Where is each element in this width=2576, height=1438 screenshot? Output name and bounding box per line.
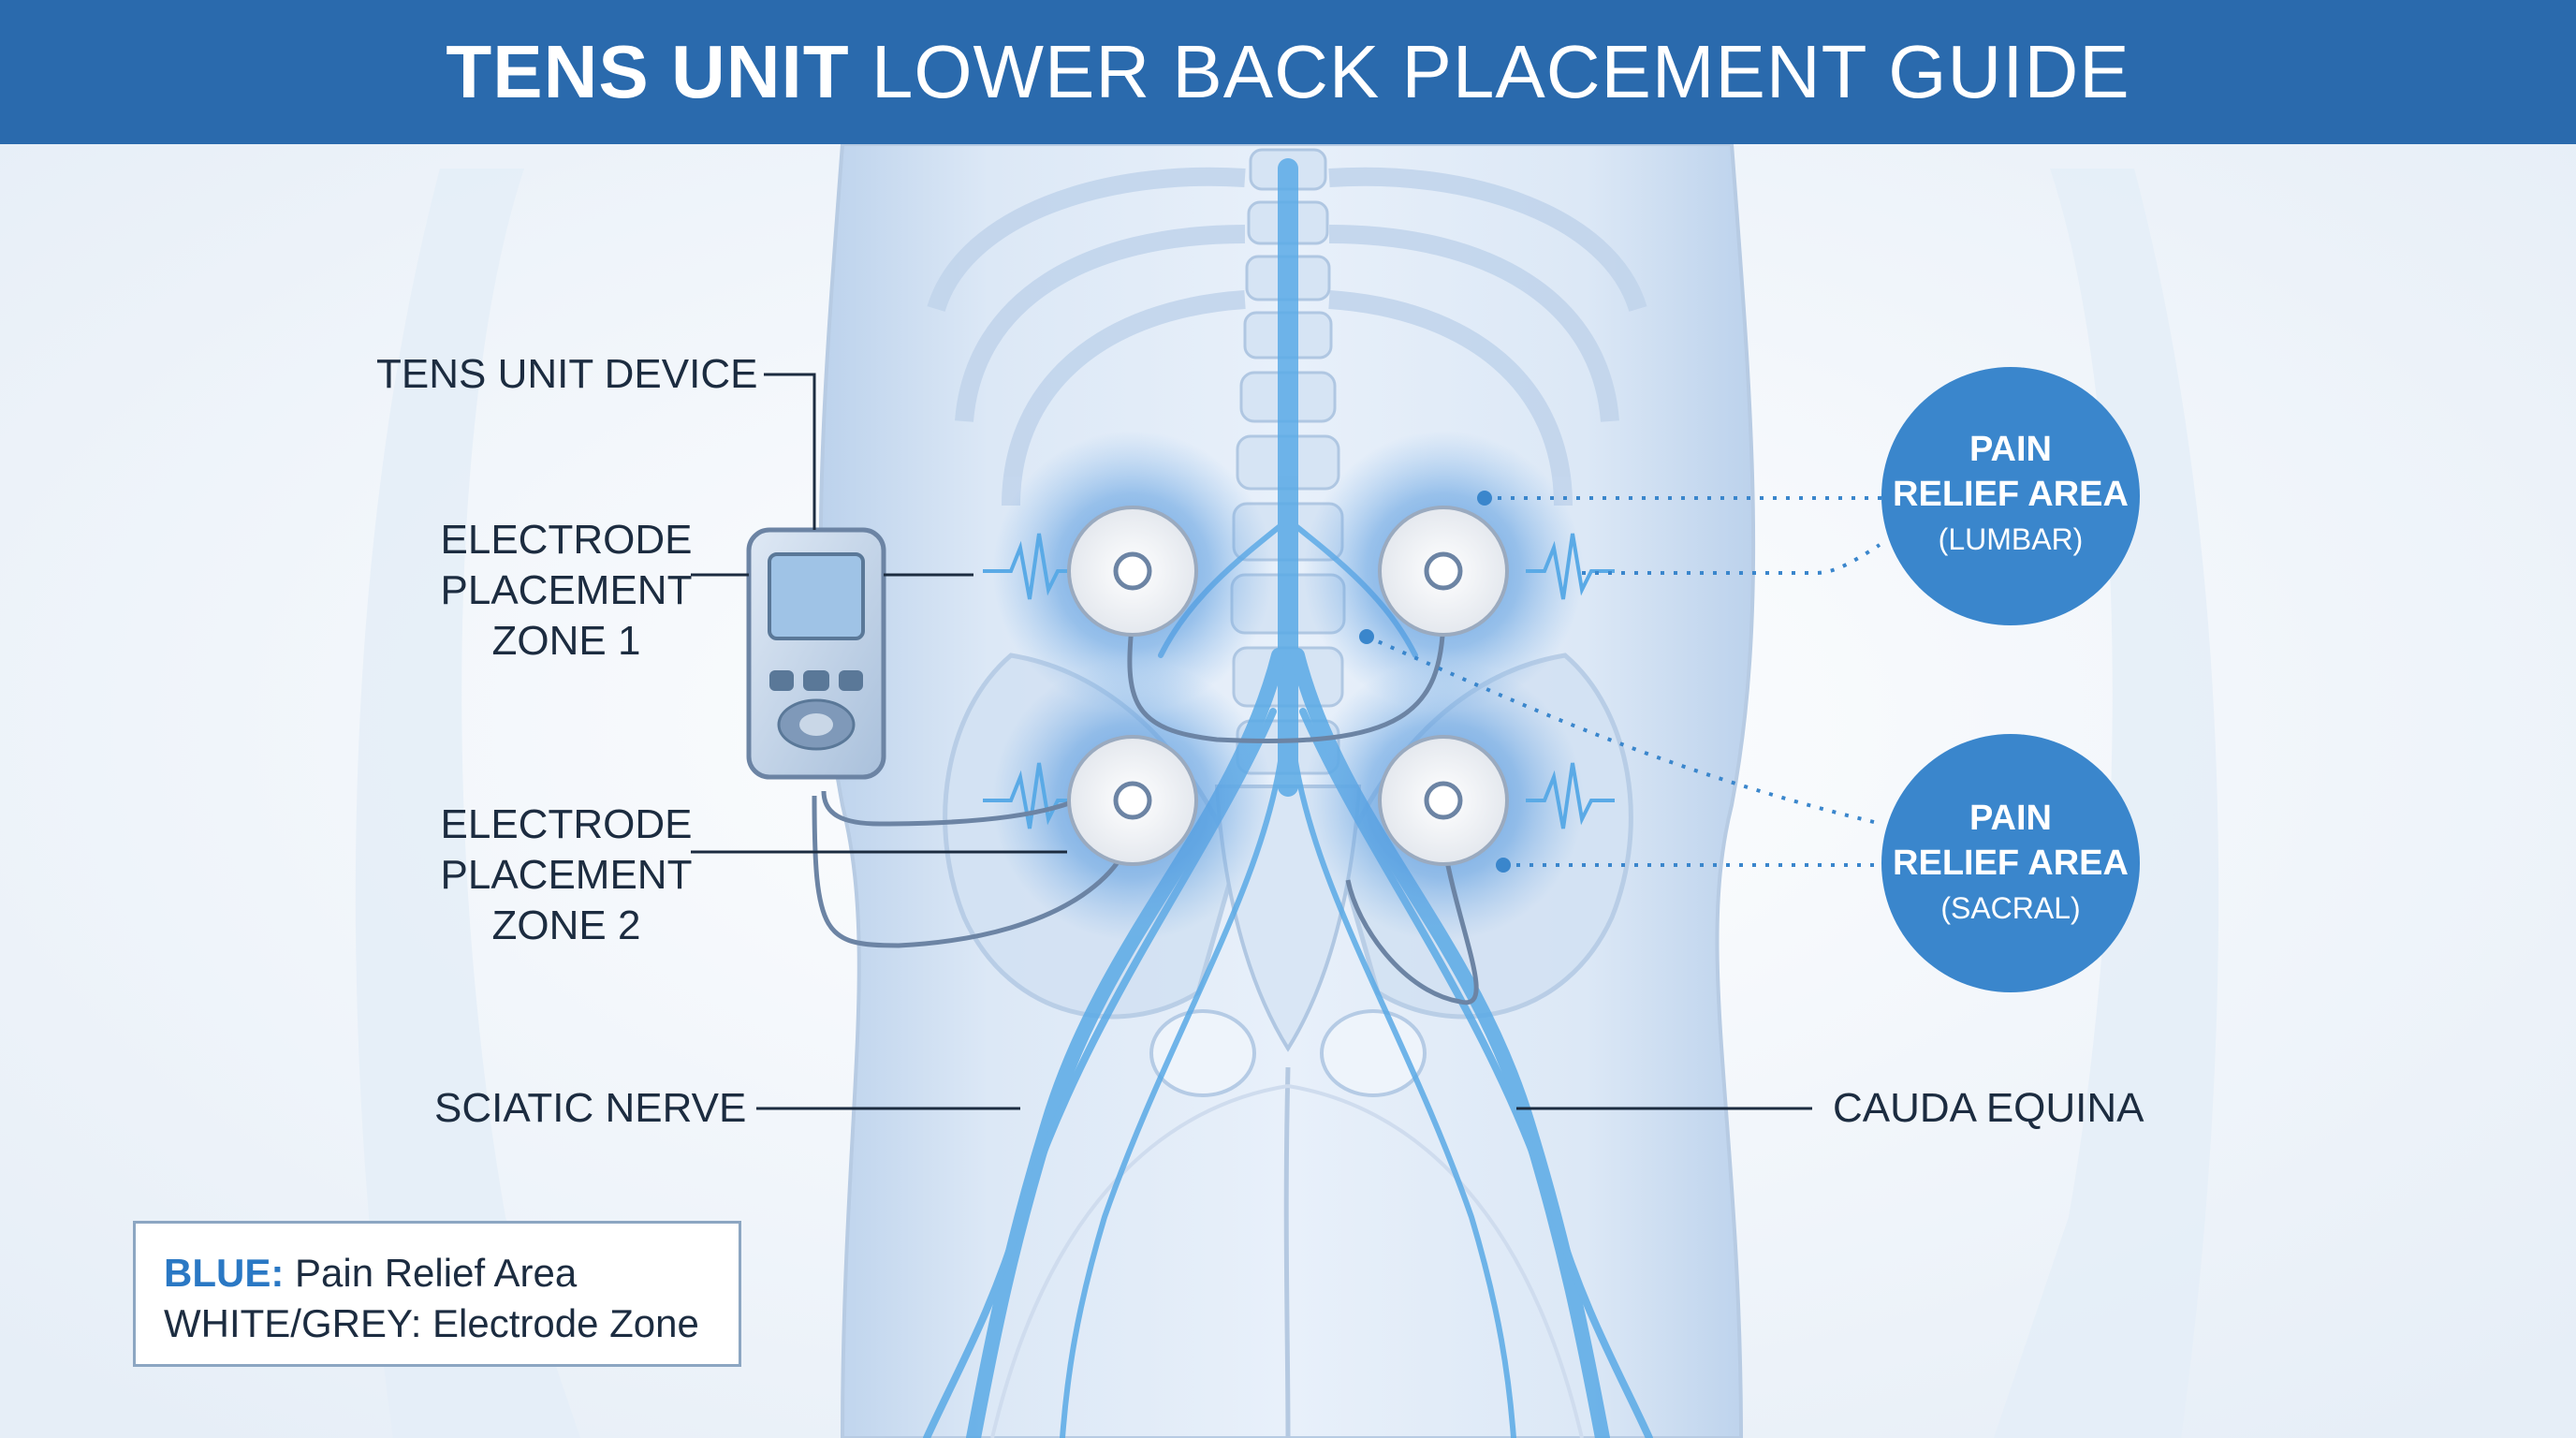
label-zone1-line3: ZONE 1: [491, 618, 641, 664]
relief-lumbar-sub: (LUMBAR): [1938, 522, 2084, 556]
legend-box: BLUE: Pain Relief Area WHITE/GREY: Elect…: [133, 1221, 741, 1367]
relief-label-sacral: PAIN RELIEF AREA (SACRAL): [1884, 796, 2137, 931]
label-tens-unit-device: TENS UNIT DEVICE: [376, 351, 758, 397]
relief-lumbar-line2: RELIEF AREA: [1893, 475, 2129, 514]
tens-device-illustration: [746, 527, 886, 780]
label-electrode-zone-1: ELECTRODE PLACEMENT ZONE 1: [431, 515, 702, 667]
legend-blue-key: BLUE:: [164, 1251, 285, 1295]
pain-relief-circle-lumbar: [1881, 367, 2140, 625]
relief-sacral-line2: RELIEF AREA: [1893, 844, 2129, 883]
label-cauda-equina: CAUDA EQUINA: [1833, 1085, 2144, 1131]
label-electrode-zone-2: ELECTRODE PLACEMENT ZONE 2: [431, 800, 702, 951]
page-title: TENS UNIT LOWER BACK PLACEMENT GUIDE: [446, 29, 2130, 115]
title-bar: TENS UNIT LOWER BACK PLACEMENT GUIDE: [0, 0, 2576, 144]
title-bold: TENS UNIT: [446, 30, 850, 113]
label-sciatic-nerve: SCIATIC NERVE: [434, 1085, 747, 1131]
relief-lumbar-line1: PAIN: [1969, 430, 2052, 469]
label-zone2-line3: ZONE 2: [491, 902, 641, 948]
title-rest: LOWER BACK PLACEMENT GUIDE: [871, 30, 2130, 113]
label-zone1-line1: ELECTRODE: [440, 517, 693, 563]
relief-sacral-sub: (SACRAL): [1940, 891, 2081, 925]
label-zone1-line2: PLACEMENT: [440, 567, 693, 613]
label-zone2-line2: PLACEMENT: [440, 852, 693, 898]
pain-relief-circle-sacral: [1881, 734, 2140, 992]
legend-blue-value: Pain Relief Area: [295, 1251, 578, 1295]
label-zone2-line1: ELECTRODE: [440, 801, 693, 847]
electrode-pads: [1067, 506, 1509, 866]
legend-row-white: WHITE/GREY: Electrode Zone: [164, 1301, 699, 1345]
diagram-scene: TENS UNIT DEVICE ELECTRODE PLACEMENT ZON…: [0, 144, 2576, 1438]
relief-sacral-line1: PAIN: [1969, 799, 2052, 838]
relief-label-lumbar: PAIN RELIEF AREA (LUMBAR): [1884, 427, 2137, 562]
legend-row-blue: BLUE: Pain Relief Area: [164, 1248, 710, 1299]
